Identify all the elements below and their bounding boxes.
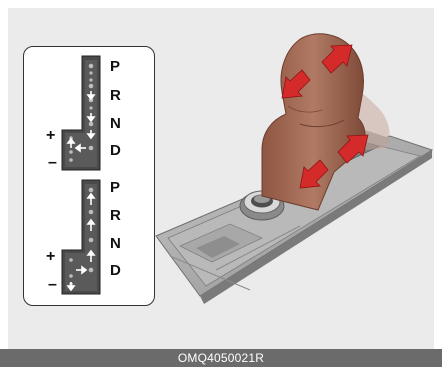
- bottom-gate-label-p: P: [110, 180, 120, 196]
- bottom-gate-plus: +: [46, 249, 55, 265]
- top-gate-label-r: R: [110, 88, 121, 104]
- figure-code: OMQ4050021R: [0, 350, 442, 366]
- bottom-gate-minus: –: [48, 277, 57, 293]
- top-gate-minus: –: [48, 155, 57, 171]
- bottom-gate-label-n: N: [110, 236, 121, 252]
- bottom-gate-label-r: R: [110, 208, 121, 224]
- top-shift-gate: [62, 56, 100, 170]
- bottom-gate-label-d: D: [110, 263, 121, 279]
- top-gate-label-p: P: [110, 59, 120, 75]
- top-gate-label-n: N: [110, 116, 121, 132]
- top-gate-label-d: D: [110, 143, 121, 159]
- top-gate-plus: +: [46, 128, 55, 144]
- bottom-shift-gate: [62, 180, 100, 294]
